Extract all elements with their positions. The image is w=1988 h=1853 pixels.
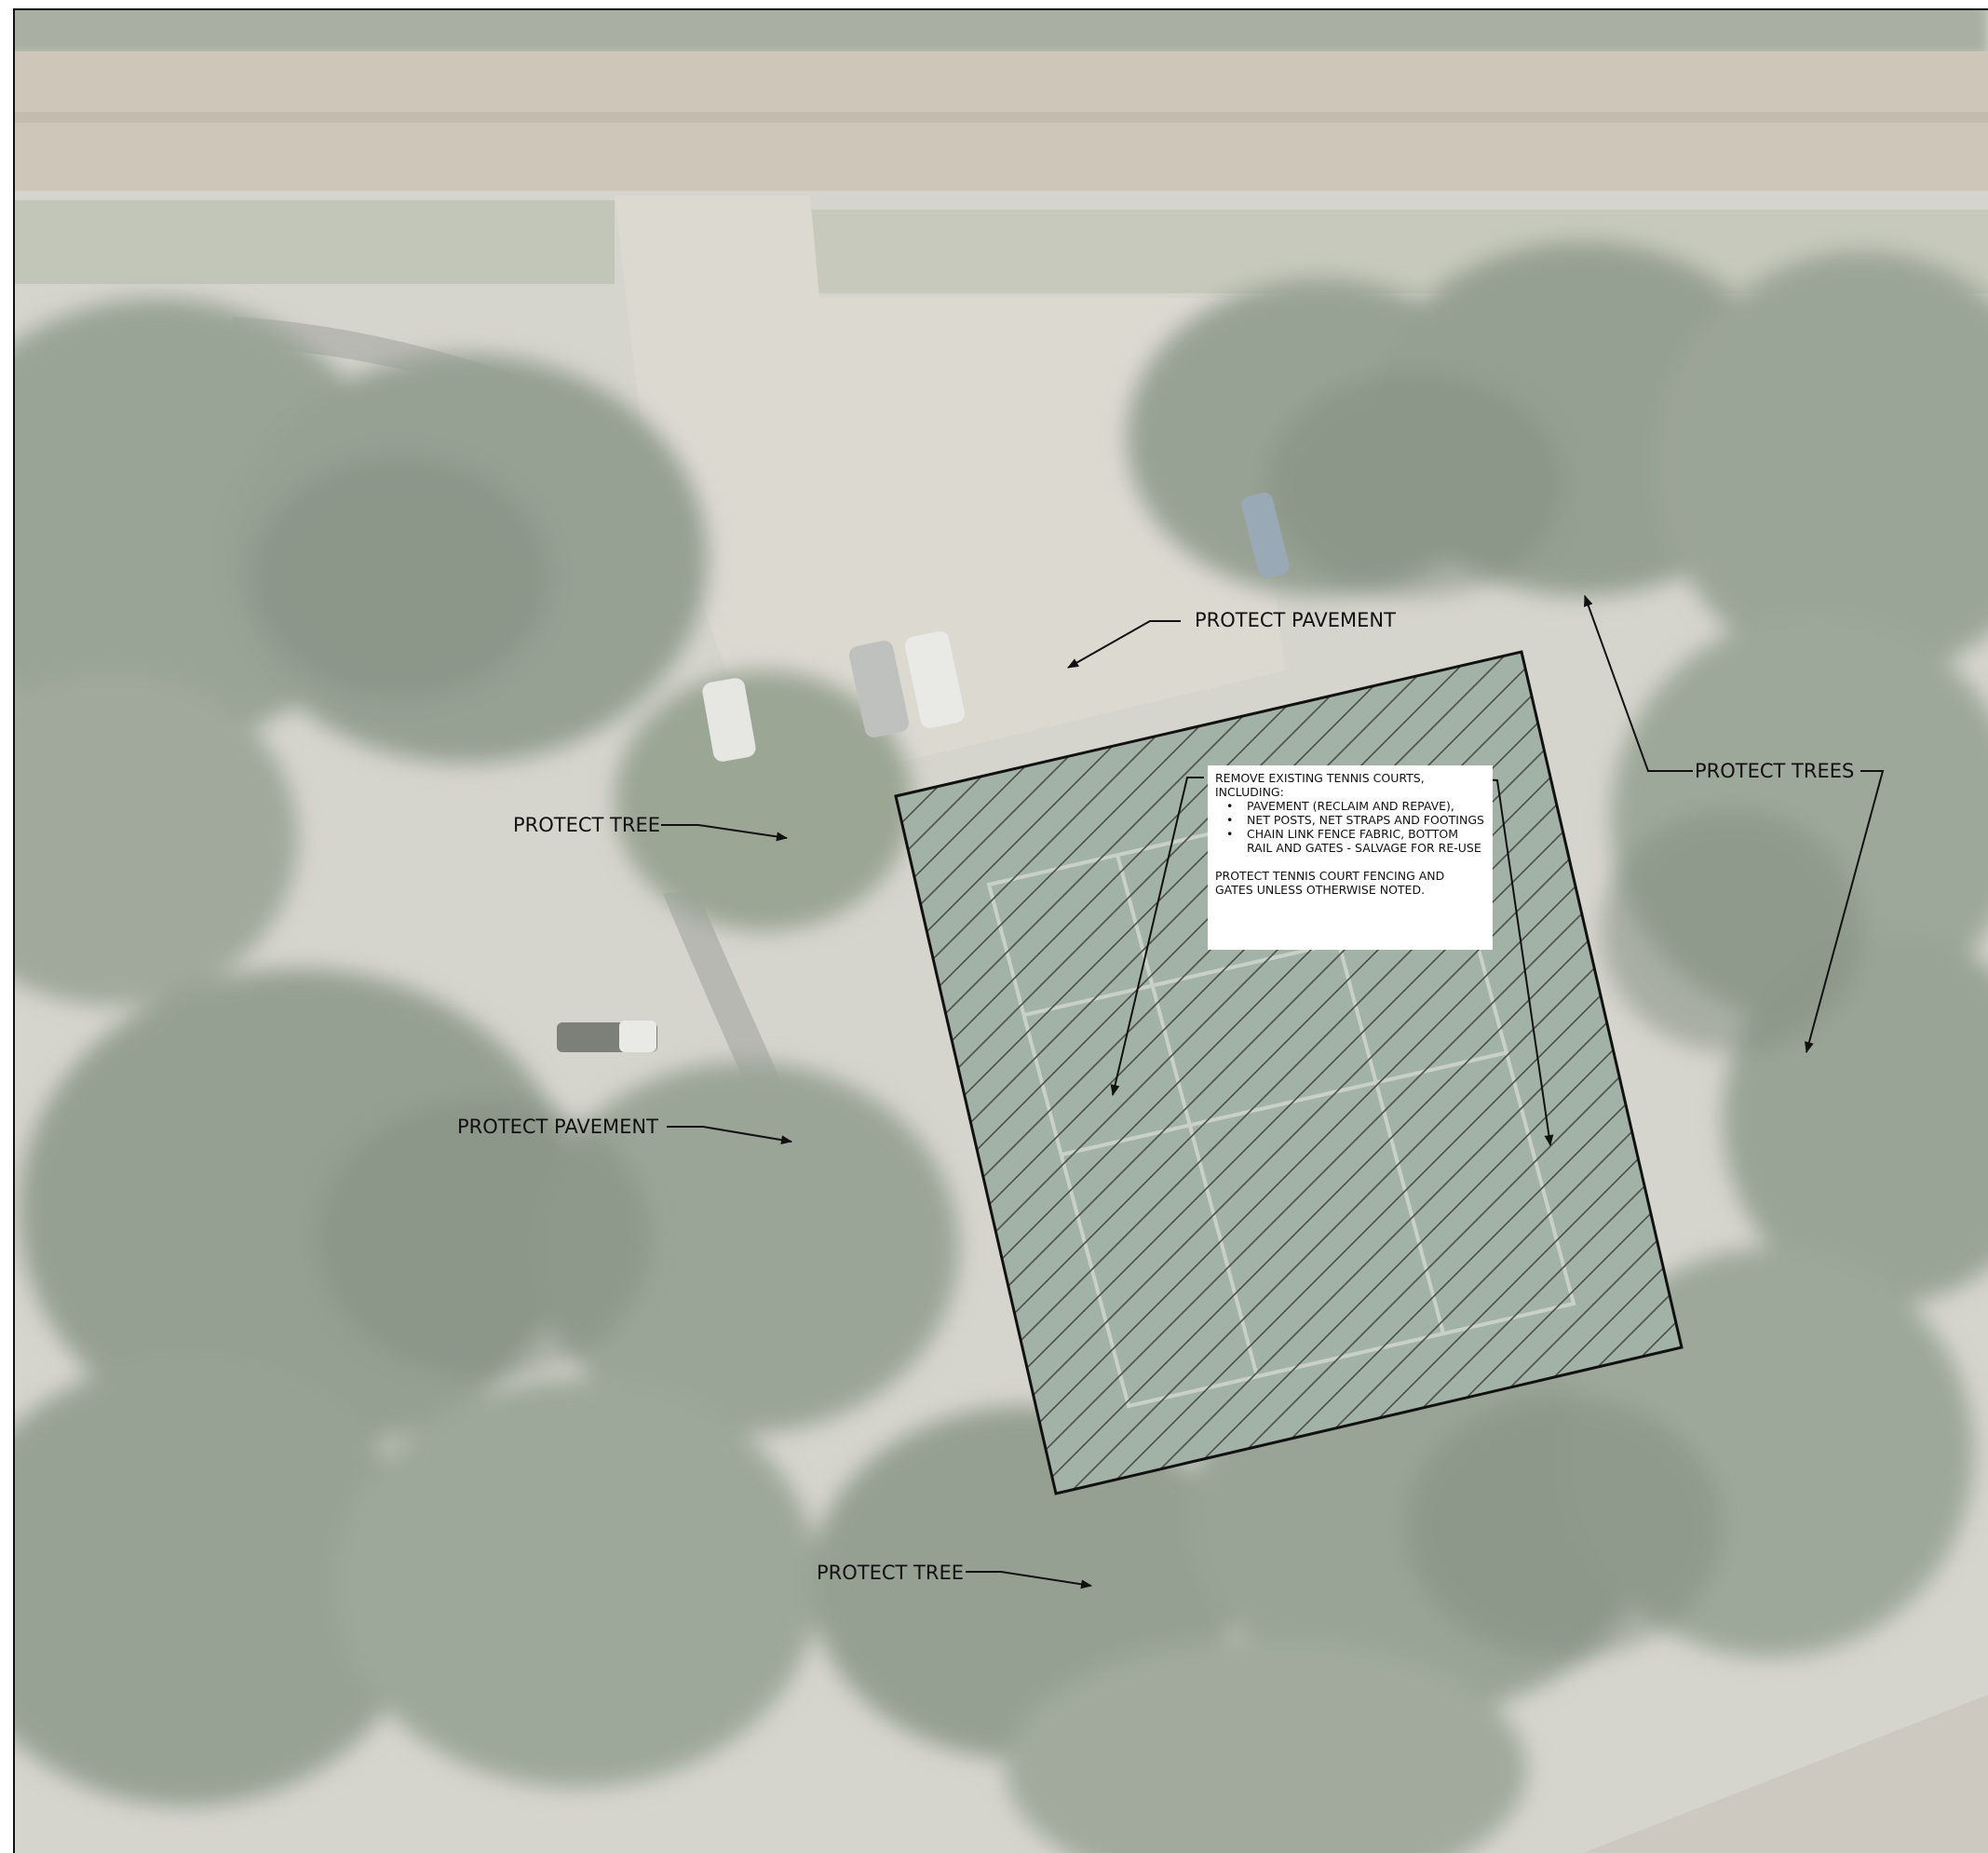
hatch-line xyxy=(1381,652,1682,1494)
hatch-line xyxy=(945,652,1682,1494)
hatch-line xyxy=(1247,652,1682,1494)
hatch-line xyxy=(896,652,1682,1494)
hatch-line xyxy=(912,652,1682,1494)
hatch-line xyxy=(896,652,1682,1494)
leader-protect-pavement-top xyxy=(1067,620,1181,669)
hatch-line xyxy=(1046,652,1682,1494)
callout-protect-tree-left: PROTECT TREE xyxy=(513,814,660,836)
leader-protect-tree-bottom xyxy=(966,1571,1092,1589)
demolition-note-footer: PROTECT TENNIS COURT FENCING AND GATES U… xyxy=(1215,869,1445,897)
callout-protect-tree-bottom: PROTECT TREE xyxy=(817,1562,964,1584)
hatch-line xyxy=(896,652,1682,1494)
hatch-line xyxy=(1213,652,1682,1494)
hatch-line xyxy=(896,652,1682,1494)
callout-protect-pavement-left: PROTECT PAVEMENT xyxy=(457,1116,658,1138)
callout-leaders xyxy=(661,595,1885,1589)
demolition-note-box: REMOVE EXISTING TENNIS COURTS, INCLUDING… xyxy=(1208,765,1493,950)
demolition-note-list: PAVEMENT (RECLAIM AND REPAVE), NET POSTS… xyxy=(1215,799,1485,855)
hatch-line xyxy=(896,652,1682,1494)
leader-protect-pavement-left xyxy=(667,1126,792,1145)
hatch-line xyxy=(1079,652,1682,1494)
callout-protect-trees-right: PROTECT TREES xyxy=(1695,760,1854,782)
callout-protect-pavement-top: PROTECT PAVEMENT xyxy=(1195,609,1396,631)
leader-protect-tree-left xyxy=(661,824,788,842)
court-removal-boundary xyxy=(894,650,1684,1495)
demolition-note-item: NET POSTS, NET STRAPS AND FOOTINGS xyxy=(1226,813,1485,827)
hatch-line xyxy=(1314,652,1682,1494)
demolition-note-item: CHAIN LINK FENCE FABRIC, BOTTOM RAIL AND… xyxy=(1226,827,1485,855)
leader-protect-trees-up xyxy=(1584,595,1693,772)
parked-vehicles xyxy=(557,493,1290,1052)
demolition-note-item: PAVEMENT (RECLAIM AND REPAVE), xyxy=(1226,799,1485,813)
hatch-line xyxy=(896,652,1682,1494)
gravel-parking-lot xyxy=(615,196,1285,764)
roadside-vegetation xyxy=(14,9,1988,56)
hatch-line xyxy=(1347,652,1682,1494)
hatch-line xyxy=(1146,652,1682,1494)
leader-note-left xyxy=(1110,777,1204,1096)
hatch-line xyxy=(1113,652,1682,1494)
sheet-frame xyxy=(13,8,1988,1853)
hatch-line xyxy=(896,652,1682,1494)
road-centerline-shade xyxy=(14,112,1988,123)
hatch-line xyxy=(979,652,1682,1494)
road-bottom-right xyxy=(1583,1695,1988,1853)
hatch-line xyxy=(896,652,1682,1494)
grass-verge-left xyxy=(14,200,615,284)
canopy-shadows xyxy=(251,372,1862,1657)
demolition-note-heading: REMOVE EXISTING TENNIS COURTS, INCLUDING… xyxy=(1215,771,1425,799)
hatch-line xyxy=(896,652,1682,1494)
hatch-line xyxy=(1012,652,1682,1494)
hatch-line xyxy=(1180,652,1682,1494)
leader-protect-trees-down xyxy=(1805,770,1885,1053)
hatch-line xyxy=(1280,652,1682,1494)
